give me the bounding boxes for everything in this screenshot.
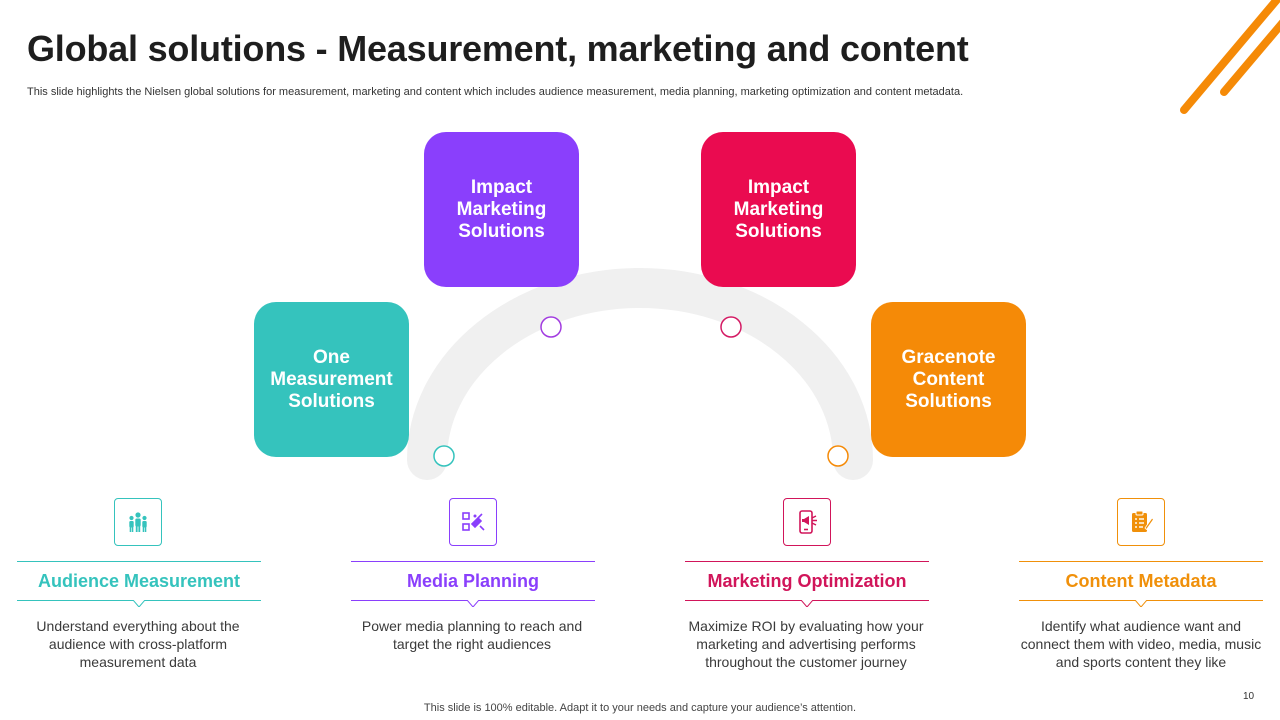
feature-title-media-planning: Media Planning [351, 561, 595, 607]
slide-subtitle: This slide highlights the Nielsen global… [27, 86, 964, 98]
feature-title-marketing-optimization: Marketing Optimization [685, 561, 929, 607]
slide-footer: This slide is 100% editable. Adapt it to… [423, 702, 857, 714]
phone-megaphone-icon [783, 498, 831, 546]
solution-box-gracenote-content: Gracenote Content Solutions [871, 302, 1026, 457]
clipboard-checklist-icon [1117, 498, 1165, 546]
solution-box-impact-marketing-purple: Impact Marketing Solutions [424, 132, 579, 287]
solution-box-label: Gracenote Content Solutions [901, 346, 996, 412]
feature-title-audience-measurement: Audience Measurement [17, 561, 261, 607]
media-planning-icon [449, 498, 497, 546]
feature-description: Maximize ROI by evaluating how your mark… [688, 618, 924, 670]
feature-title-text: Media Planning [406, 571, 539, 591]
solution-box-impact-marketing-crimson: Impact Marketing Solutions [701, 132, 856, 287]
solution-box-label: Impact Marketing Solutions [733, 176, 824, 242]
solution-box-one-measurement: One Measurement Solutions [254, 302, 409, 457]
feature-title-text: Content Metadata [1065, 571, 1217, 591]
feature-title-content-metadata: Content Metadata [1019, 561, 1263, 607]
feature-title-text: Audience Measurement [37, 571, 241, 591]
page-number: 10 [1243, 691, 1255, 702]
solution-box-label: One Measurement Solutions [270, 346, 393, 412]
solution-box-label: Impact Marketing Solutions [456, 176, 547, 242]
audience-group-icon [114, 498, 162, 546]
feature-description: Understand everything about the audience… [36, 618, 240, 670]
feature-description: Identify what audience want and connect … [1020, 618, 1262, 670]
feature-title-text: Marketing Optimization [707, 571, 907, 591]
feature-description: Power media planning to reach and target… [361, 618, 583, 652]
slide-title: Global solutions - Measurement, marketin… [27, 28, 969, 69]
